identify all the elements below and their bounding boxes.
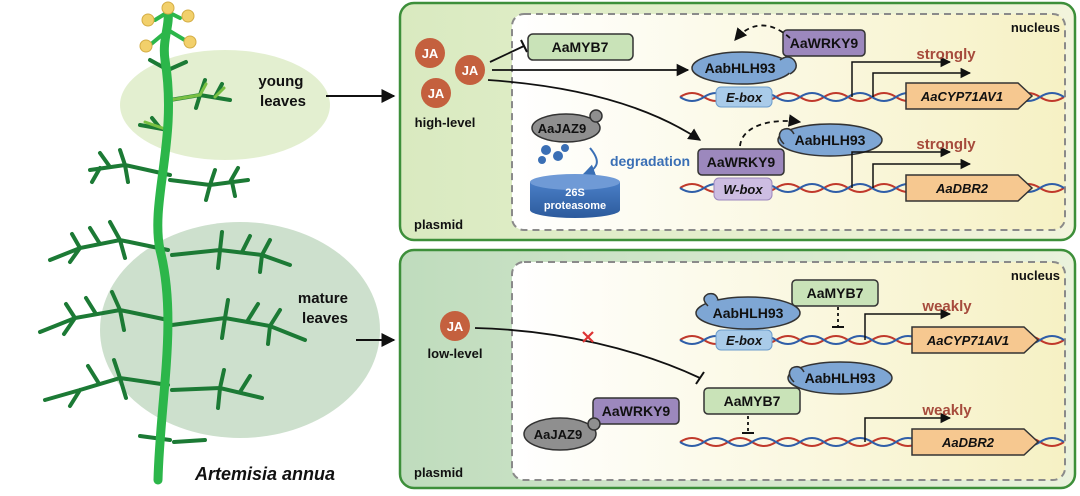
bottom-weak-1: weakly [921,298,972,315]
svg-text:JA: JA [428,86,445,101]
blocked-mark [582,331,594,343]
young-leaves-halo [120,50,330,160]
bottom-nucleus-label: nucleus [1011,268,1060,283]
svg-text:AaMYB7: AaMYB7 [724,393,781,409]
svg-text:26S: 26S [565,187,585,199]
svg-text:W-box: W-box [723,182,763,197]
bottom-weak-2: weakly [921,402,972,419]
svg-text:AabHLH93: AabHLH93 [795,132,866,148]
top-myb7 [527,33,634,61]
bottom-gene-1 [911,326,1040,354]
top-jaz9 [531,113,601,143]
bottom-gene-2 [911,428,1040,456]
svg-text:JA: JA [422,46,439,61]
svg-text:JA: JA [447,319,464,334]
top-bhlh93-2 [777,123,883,157]
species-label: Artemisia annua [194,464,335,484]
top-nucleus-label: nucleus [1011,20,1060,35]
svg-text:AaCYP71AV1: AaCYP71AV1 [920,89,1003,104]
bottom-panel: nucleus plasmid JA low-level E-box AabHL… [398,248,1077,490]
svg-text:AabHLH93: AabHLH93 [705,60,776,76]
top-ebox [715,86,773,108]
degradation-label: degradation [610,153,690,169]
flower-buds [139,1,197,53]
bottom-ebox [715,329,773,351]
plant-illustration: young leaves mature leaves Artemisia ann… [38,1,396,485]
top-plasmid-label: plasmid [414,217,463,232]
top-ja-level: high-level [415,115,476,130]
svg-text:AaDBR2: AaDBR2 [935,181,989,196]
mature-leaves-halo [100,222,380,438]
bottom-nucleus [511,261,1066,481]
svg-text:AaCYP71AV1: AaCYP71AV1 [926,333,1009,348]
top-gene-2 [905,174,1034,202]
mature-leaves-label: mature leaves [298,290,352,327]
top-wbox [713,177,773,201]
bottom-wrky9 [592,397,680,425]
svg-text:AaMYB7: AaMYB7 [552,39,609,55]
svg-text:AaMYB7: AaMYB7 [807,285,864,301]
young-leaves-label: young leaves [258,73,307,110]
svg-text:AaDBR2: AaDBR2 [941,435,995,450]
top-ja-cluster: JA JA JA [415,38,485,108]
bottom-ja [440,311,470,341]
bottom-plasmid-label: plasmid [414,465,463,480]
svg-text:AaWRKY9: AaWRKY9 [707,154,776,170]
bottom-jaz9 [523,417,597,451]
svg-text:E-box: E-box [726,90,763,105]
bottom-myb7-1 [791,279,879,307]
top-panel: nucleus plasmid JA JA JA high-level AaMY… [398,1,1077,242]
svg-text:JA: JA [462,63,479,78]
svg-text:AaWRKY9: AaWRKY9 [790,35,859,51]
bottom-myb7-2 [703,387,801,415]
bottom-bhlh93-2 [787,361,893,395]
bottom-bhlh93-1 [695,296,801,330]
top-strong-1: strongly [916,46,976,63]
svg-text:AaJAZ9: AaJAZ9 [534,427,582,442]
svg-text:E-box: E-box [726,333,763,348]
svg-text:AaWRKY9: AaWRKY9 [602,403,671,419]
top-gene-1 [905,82,1034,110]
svg-text:proteasome: proteasome [544,200,606,212]
top-strong-2: strongly [916,136,976,153]
degraded-fragments [538,144,569,164]
top-wrky9-2 [697,148,785,176]
svg-text:AaJAZ9: AaJAZ9 [538,121,586,136]
svg-text:AabHLH93: AabHLH93 [805,370,876,386]
svg-text:AabHLH93: AabHLH93 [713,305,784,321]
proteasome: 26S proteasome [530,174,620,218]
bottom-ja-level: low-level [428,346,483,361]
top-wrky9-1 [782,29,866,57]
plant-stem [153,7,174,485]
